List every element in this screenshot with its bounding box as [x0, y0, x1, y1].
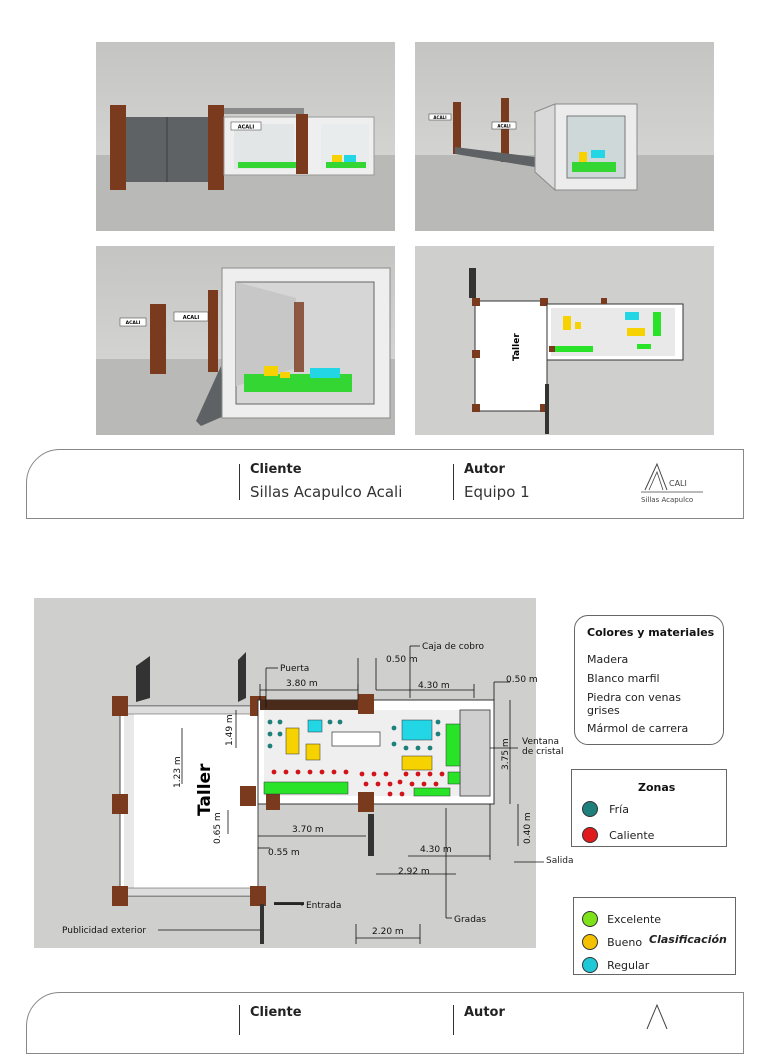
floor-plan-drawing: Taller: [62, 642, 564, 944]
client-value: Sillas Acapulco Acali: [250, 483, 403, 501]
legend-zone-label: Caliente: [609, 829, 655, 842]
callout-salida: Salida: [546, 856, 574, 866]
dim-0-50-b: 0.50 m: [506, 675, 538, 685]
legend-class-title: Clasificación: [649, 933, 727, 946]
callout-gradas: Gradas: [454, 915, 486, 925]
legend-materials-title: Colores y materiales: [587, 626, 715, 639]
callout-ventana-line1: Ventana: [522, 737, 559, 747]
legend-zone-label: Fría: [609, 803, 629, 816]
regular-swatch: [582, 956, 598, 973]
render-perspective-right: ACALI ACALI: [415, 42, 714, 231]
dim-3-75: 3.75 m: [501, 738, 511, 770]
dim-2-20: 2.20 m: [372, 927, 404, 937]
logo-text: CALI: [669, 479, 687, 488]
legend-material-item: Madera: [587, 653, 629, 666]
acali-logo-icon: [646, 1003, 668, 1030]
legend-zone-cold: Fría: [582, 798, 629, 817]
render-top-room-label: Taller: [512, 333, 522, 361]
cold-zone-swatch: [582, 800, 598, 817]
render-front-illustration: ACALI: [110, 105, 375, 190]
dim-0-40: 0.40 m: [523, 812, 533, 844]
title-block-separator: [239, 464, 240, 500]
author-label: Autor: [464, 1005, 505, 1020]
render-perspective-left-illustration: ACALI ACALI: [119, 267, 391, 426]
author-label: Autor: [464, 462, 505, 477]
dim-0-50-a: 0.50 m: [386, 655, 418, 665]
title-block-separator: [453, 1005, 454, 1035]
legend-class-good: Bueno: [582, 931, 642, 950]
dim-1-23: 1.23 m: [173, 756, 183, 788]
title-block-top: Cliente Sillas Acapulco Acali Autor Equi…: [26, 449, 744, 519]
legend-zone-hot: Caliente: [582, 824, 654, 843]
legend-class-label: Excelente: [607, 913, 662, 926]
logo-subtext: Sillas Acapulco: [641, 496, 694, 504]
render-top-illustration: Taller: [469, 268, 684, 434]
legend-class-regular: Regular: [582, 954, 649, 973]
callout-caja-de-cobro: Caja de cobro: [422, 642, 484, 652]
render-right-sign-right: ACALI: [497, 124, 511, 129]
legend-class-label: Bueno: [607, 936, 643, 949]
excellent-swatch: [582, 910, 598, 927]
render-perspective-right-illustration: ACALI ACALI: [428, 98, 638, 192]
client-label: Cliente: [250, 462, 302, 477]
callout-puerta: Puerta: [280, 664, 309, 674]
dim-3-80: 3.80 m: [286, 679, 318, 689]
render-perspective-left: ACALI ACALI: [96, 246, 395, 435]
author-value: Equipo 1: [464, 483, 530, 501]
acali-logo-icon: [641, 462, 703, 493]
dim-1-49: 1.49 m: [225, 714, 235, 746]
title-block-separator: [239, 1005, 240, 1035]
legend-material-item: Blanco marfil: [587, 672, 660, 685]
dim-3-70: 3.70 m: [292, 825, 324, 835]
dim-2-92: 2.92 m: [398, 867, 430, 877]
acali-logo: CALI Sillas Acapulco: [637, 458, 707, 508]
callout-publicidad-exterior: Publicidad exterior: [62, 926, 146, 936]
legend-material-item: Mármol de carrera: [587, 722, 689, 735]
hot-zone-swatch: [582, 826, 598, 843]
legend-classification: Excelente Bueno Clasificación Regular: [573, 897, 736, 975]
legend-zones: Zonas Fría Caliente: [571, 769, 727, 847]
render-left-sign-left: ACALI: [126, 320, 141, 326]
client-label: Cliente: [250, 1005, 302, 1020]
legend-zones-title: Zonas: [638, 781, 676, 794]
legend-material-item: Piedra con venas: [587, 691, 681, 704]
title-block-separator: [453, 464, 454, 500]
legend-materials: Colores y materiales Madera Blanco marfi…: [574, 615, 724, 745]
title-block-bottom: Cliente Autor: [26, 992, 744, 1054]
dim-4-30-b: 4.30 m: [420, 845, 452, 855]
legend-class-excellent: Excelente: [582, 908, 661, 927]
dim-0-65: 0.65 m: [213, 812, 223, 844]
floor-plan: Taller: [34, 598, 564, 948]
render-left-sign-right: ACALI: [183, 315, 200, 321]
render-top-view: Taller: [415, 246, 714, 435]
render-front-view: ACALI: [96, 42, 395, 231]
dim-0-55: 0.55 m: [268, 848, 300, 858]
callout-entrada: Entrada: [306, 901, 341, 911]
legend-class-label: Regular: [607, 959, 650, 972]
good-swatch: [582, 933, 598, 950]
plan-room-label: Taller: [195, 763, 215, 816]
callout-ventana-line2: de cristal: [522, 747, 564, 757]
render-front-sign-text: ACALI: [238, 125, 255, 131]
legend-material-item: grises: [587, 704, 620, 717]
render-right-sign-left: ACALI: [433, 115, 447, 120]
dim-4-30-a: 4.30 m: [418, 681, 450, 691]
